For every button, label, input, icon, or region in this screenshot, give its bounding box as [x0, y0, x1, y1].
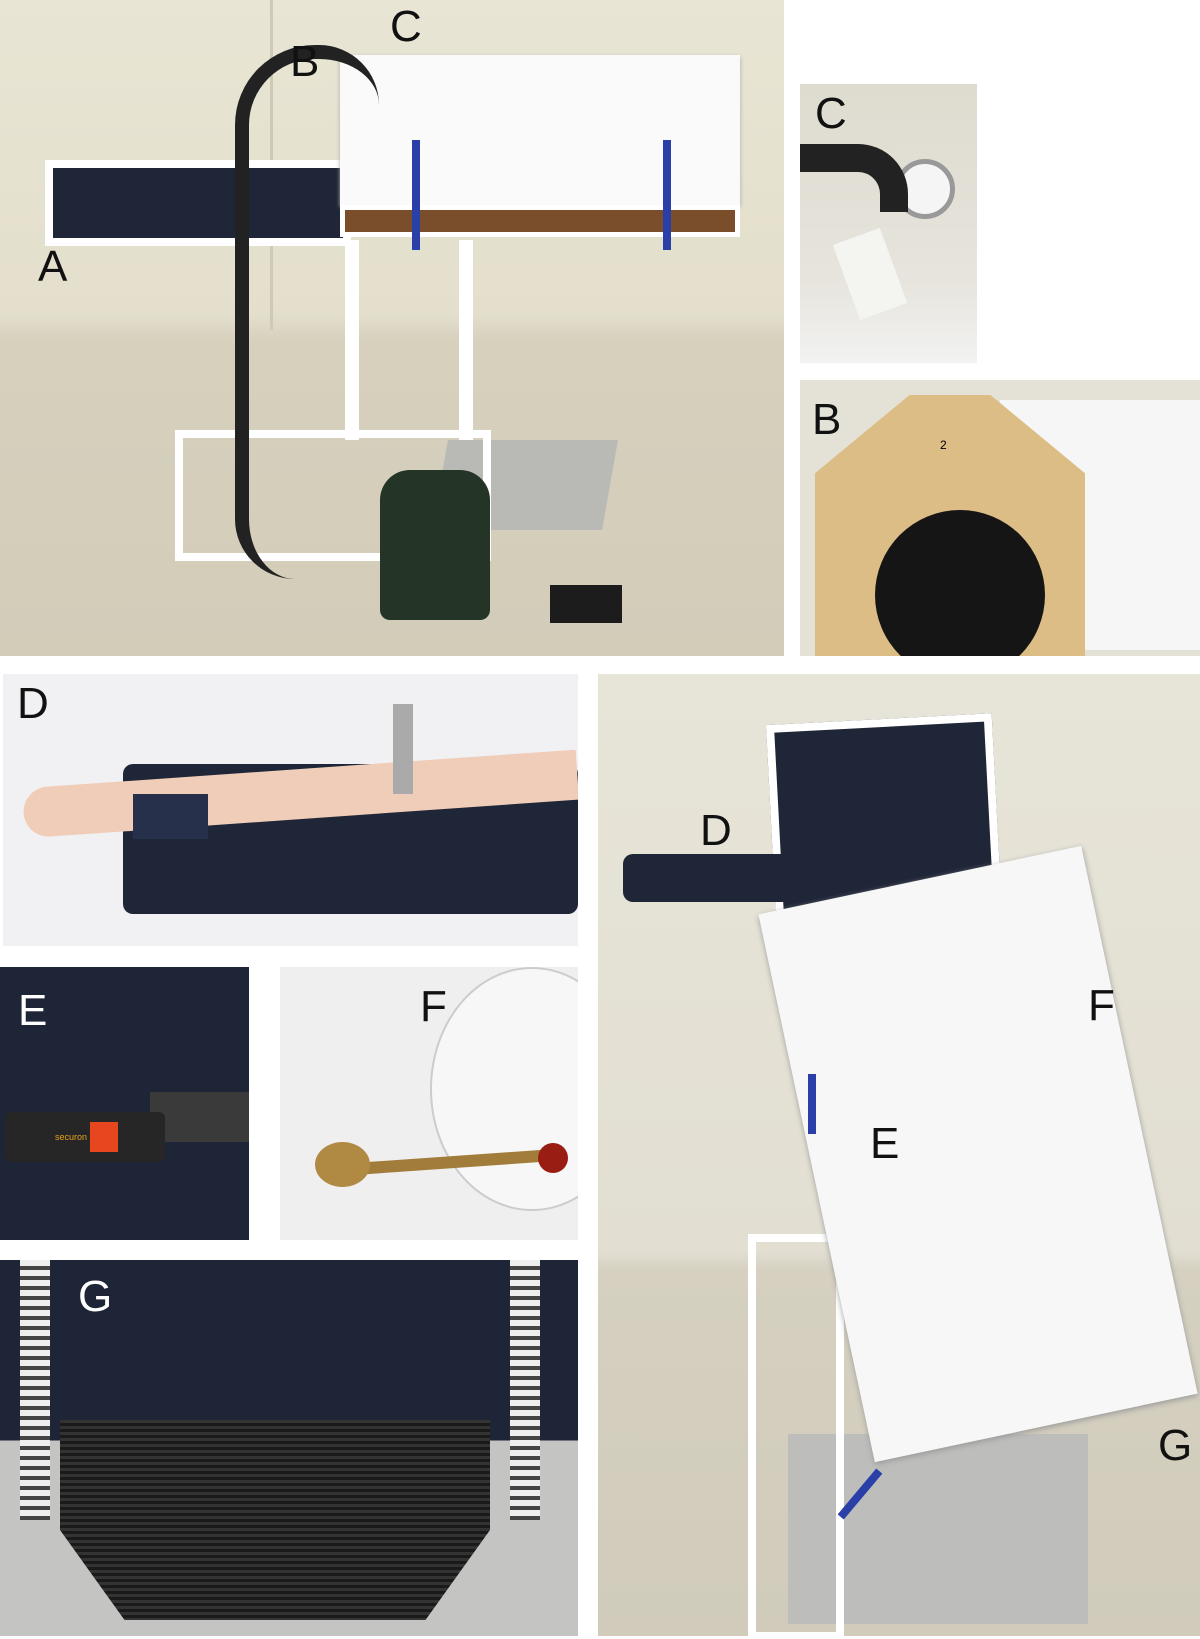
label-f: F — [1088, 981, 1115, 1030]
belt-buckle — [5, 1112, 165, 1162]
label-d: D — [17, 679, 49, 728]
arm-rest — [623, 854, 823, 902]
foot-rest — [60, 1420, 490, 1620]
label-g: G — [1158, 1421, 1193, 1470]
vacuum-hose — [800, 144, 908, 212]
label-b: B — [812, 395, 842, 444]
buckle-text: securon — [55, 1132, 88, 1142]
vacuum-hose — [235, 45, 379, 579]
brass-hub — [315, 1142, 370, 1187]
photo-b-head-plate: 2 B — [800, 380, 1200, 656]
label-e: E — [870, 1119, 900, 1168]
control-box — [550, 585, 622, 623]
belt-strap — [150, 1092, 249, 1142]
head-opening — [875, 510, 1045, 656]
vacuum-cleaner — [380, 470, 490, 620]
buckle-release-button — [90, 1122, 118, 1152]
stand-pillar — [345, 240, 473, 440]
label-e: E — [18, 986, 48, 1035]
label-f: F — [420, 982, 447, 1031]
side-rail — [510, 1260, 540, 1520]
photo-g-foot-plate: G — [0, 1260, 578, 1636]
plate-number: 2 — [940, 438, 947, 452]
stand-frame — [748, 1234, 844, 1636]
strap — [808, 1074, 816, 1134]
photo-upright-position: D E F G — [598, 674, 1200, 1636]
photo-e-seat-belt: securon E — [0, 967, 249, 1240]
hose-connector — [832, 227, 908, 321]
chamber-base — [340, 205, 740, 237]
lever-knob — [538, 1143, 568, 1173]
label-d: D — [700, 806, 732, 855]
photo-c-pressure-gauge: C — [800, 84, 977, 363]
label-c: C — [815, 89, 847, 138]
label-a: A — [38, 242, 68, 291]
photo-main-horizontal: A B C — [0, 0, 784, 656]
label-g: G — [78, 1272, 113, 1321]
probe-holder — [393, 704, 413, 794]
side-rail — [20, 1260, 50, 1520]
photo-f-tilt-lever: F — [280, 967, 578, 1240]
rotation-disc — [430, 967, 578, 1211]
chamber-box — [340, 55, 740, 205]
strap — [412, 140, 420, 250]
label-b: B — [290, 37, 320, 86]
sensor-box — [133, 794, 208, 839]
strap — [663, 140, 671, 250]
photo-d-arm-rest: D — [3, 674, 578, 946]
label-c: C — [390, 2, 422, 51]
